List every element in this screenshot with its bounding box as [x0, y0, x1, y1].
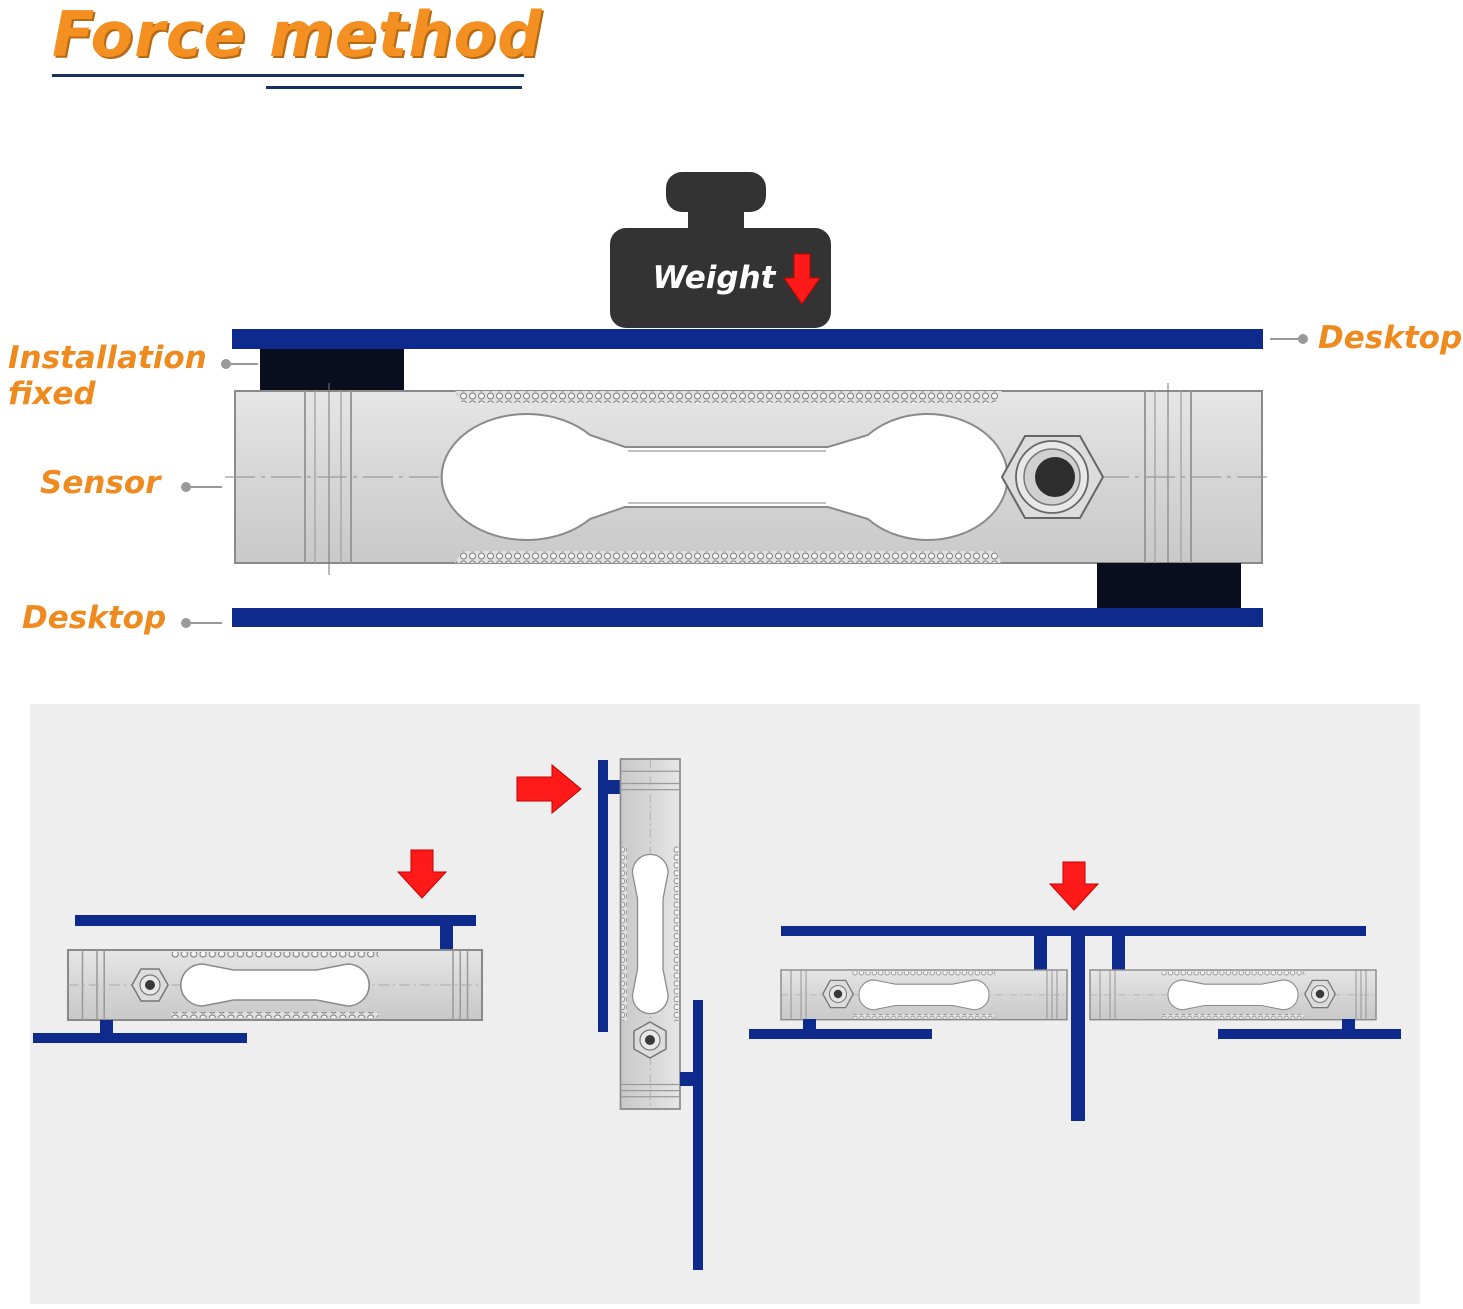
page-title: Force method	[52, 0, 543, 71]
bottom-support-block	[1097, 563, 1241, 608]
desktop-bottom-label: Desktop	[22, 600, 167, 636]
bottom-desktop-plate	[232, 608, 1263, 627]
example-vertical-cell	[516, 758, 703, 1270]
down-arrow-icon	[783, 253, 821, 305]
sensor-label: Sensor	[40, 465, 161, 501]
title-underline	[52, 74, 524, 89]
installation-fixed-block	[260, 349, 404, 391]
desktop-top-label: Desktop	[1318, 320, 1463, 356]
load-cell-sensor-icon	[225, 383, 1272, 575]
example-double-cell	[749, 861, 1401, 1121]
top-desktop-plate	[232, 329, 1263, 349]
label-leaders	[181, 334, 1308, 628]
right-arrow-icon	[516, 763, 582, 815]
installation-fixed-label: Installation fixed	[8, 340, 207, 412]
example-single-cell	[33, 849, 484, 1043]
installation-fixed-label-line2: fixed	[8, 376, 96, 412]
weight-label: Weight	[653, 260, 777, 296]
installation-fixed-label-line1: Installation	[8, 340, 207, 376]
weight-icon: Weight	[610, 172, 831, 328]
